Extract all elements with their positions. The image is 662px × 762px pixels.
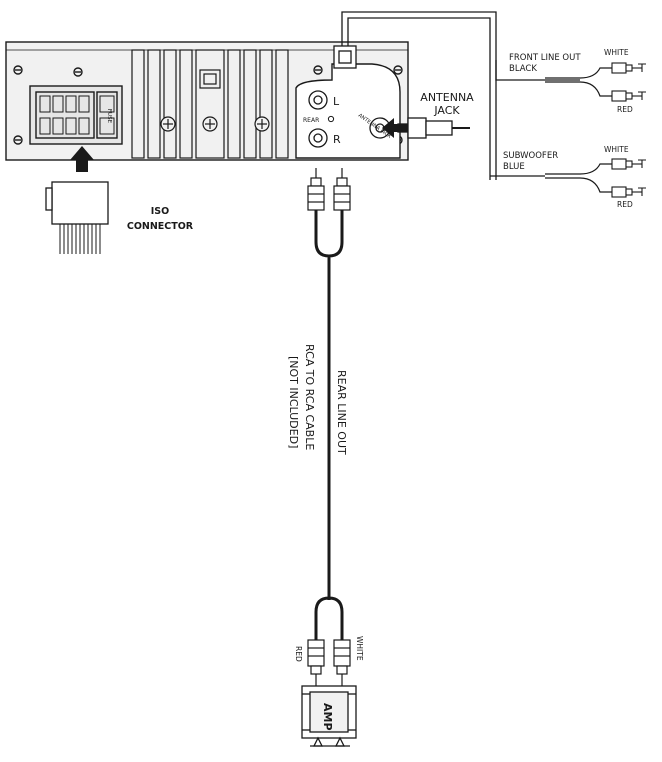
sub-white-label: WHITE	[604, 145, 629, 154]
screw-icon	[13, 65, 23, 75]
amp-red-label: RED	[294, 646, 303, 662]
iso-label-line2: CONNECTOR	[127, 221, 194, 232]
rca-jack-left	[308, 90, 328, 110]
screw-icon	[13, 135, 23, 145]
rear-label: REAR	[303, 117, 319, 124]
iso-fuse-label: FUSE	[106, 109, 112, 124]
not-included-label: [NOT INCLUDED]	[287, 356, 300, 448]
subwoofer-label: SUBWOOFER	[503, 151, 558, 161]
screw-icon	[393, 65, 403, 75]
rca-plug-icon	[333, 168, 351, 211]
antenna-plug	[397, 117, 470, 139]
front-red-label: RED	[617, 105, 633, 114]
iso-arrow-icon	[70, 146, 94, 172]
screw-icon	[73, 67, 83, 77]
rear-l-label: L	[333, 95, 340, 108]
center-panel	[195, 49, 225, 159]
antenna-label-line2: JACK	[433, 104, 460, 117]
rca-plug-icon	[333, 639, 351, 686]
amp-label: AMP	[321, 703, 334, 731]
front-white-label: WHITE	[604, 48, 629, 57]
harness-wires	[341, 11, 545, 180]
subwoofer-cable	[545, 163, 612, 193]
front-line-out-cable	[545, 67, 612, 97]
rca-plug-icon	[307, 639, 325, 686]
rca-cable-label: RCA TO RCA CABLE	[303, 344, 316, 450]
front-line-out-label: FRONT LINE OUT	[509, 53, 581, 63]
rear-indicator	[327, 115, 335, 123]
sub-red-label: RED	[617, 200, 633, 209]
screw-icon	[202, 116, 218, 132]
amplifier	[301, 685, 357, 747]
amp-white-label: WHITE	[355, 636, 364, 661]
rca-plug-icon	[307, 168, 325, 211]
antenna-arrow-icon	[382, 118, 408, 138]
screw-icon	[160, 116, 176, 132]
rca-jack-right	[308, 128, 328, 148]
output-panel	[295, 63, 401, 159]
antenna-label-line1: ANTENNA	[420, 91, 474, 104]
harness-connector	[333, 45, 357, 69]
rear-r-label: R	[333, 133, 341, 146]
screw-icon	[313, 65, 323, 75]
iso-connector-plug	[45, 181, 109, 254]
heat-sink-fins	[131, 49, 289, 159]
rca-plug-icon	[611, 186, 646, 198]
subwoofer-color-label: BLUE	[503, 162, 525, 172]
rca-plug-icon	[611, 158, 646, 170]
rca-plug-icon	[611, 90, 646, 102]
front-color-label: BLACK	[509, 64, 537, 74]
rear-line-out-label: REAR LINE OUT	[335, 370, 348, 455]
rca-plug-icon	[611, 62, 646, 74]
iso-socket	[29, 85, 123, 145]
screw-icon	[254, 116, 270, 132]
iso-label-line1: ISO	[151, 206, 169, 217]
